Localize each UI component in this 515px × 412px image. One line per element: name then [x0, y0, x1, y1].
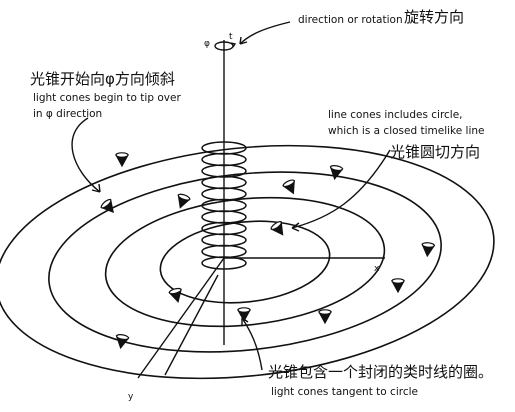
light-cone: [317, 309, 333, 325]
arrow-tip-over: [71, 117, 101, 193]
light-cone: [177, 193, 191, 209]
label-tangent-en: light cones tangent to circle: [271, 386, 418, 398]
helix-coils: [201, 141, 247, 270]
label-tip-en-2: in φ direction: [33, 108, 103, 120]
label-rotation-zh: 旋转方向: [404, 8, 465, 26]
light-cone: [100, 198, 114, 214]
y-axis: [137, 257, 225, 379]
light-cone: [114, 152, 130, 168]
axis-label-phi: φ: [204, 39, 210, 49]
label-closed-zh: 光锥圆切方向: [390, 143, 481, 161]
light-cone: [329, 165, 344, 181]
orbit-outer: [0, 144, 495, 380]
label-tip-en-1: light cones begin to tip over: [33, 92, 181, 104]
label-tip-zh: 光锥开始向φ方向倾斜: [30, 70, 175, 88]
axis-label-y: y: [128, 392, 134, 402]
light-cone: [115, 334, 130, 350]
light-cone: [236, 307, 252, 323]
light-cones: [100, 152, 436, 350]
light-cone: [421, 242, 436, 258]
label-closed-en-1: line cones includes circle,: [328, 109, 463, 121]
axis-label-t: t: [229, 32, 233, 42]
light-cone: [282, 179, 295, 195]
orbit-second: [104, 196, 386, 328]
axis-label-x: x: [374, 264, 380, 274]
helix-coil: [201, 256, 247, 270]
orbit-third: [48, 171, 442, 353]
orbit-inner: [159, 220, 331, 304]
label-closed-en-2: which is a closed timelike line: [328, 125, 485, 137]
light-cone: [270, 221, 284, 236]
label-tangent-zh: 光锥包含一个封闭的类时线的圈。: [268, 363, 494, 381]
light-cone: [168, 287, 182, 303]
arrow-closed-line: [291, 149, 391, 229]
pointer-line-tangent: [164, 274, 219, 376]
label-rotation-en: direction or rotation: [298, 14, 403, 26]
light-cone: [390, 278, 406, 294]
arrow-rotation: [239, 21, 291, 45]
